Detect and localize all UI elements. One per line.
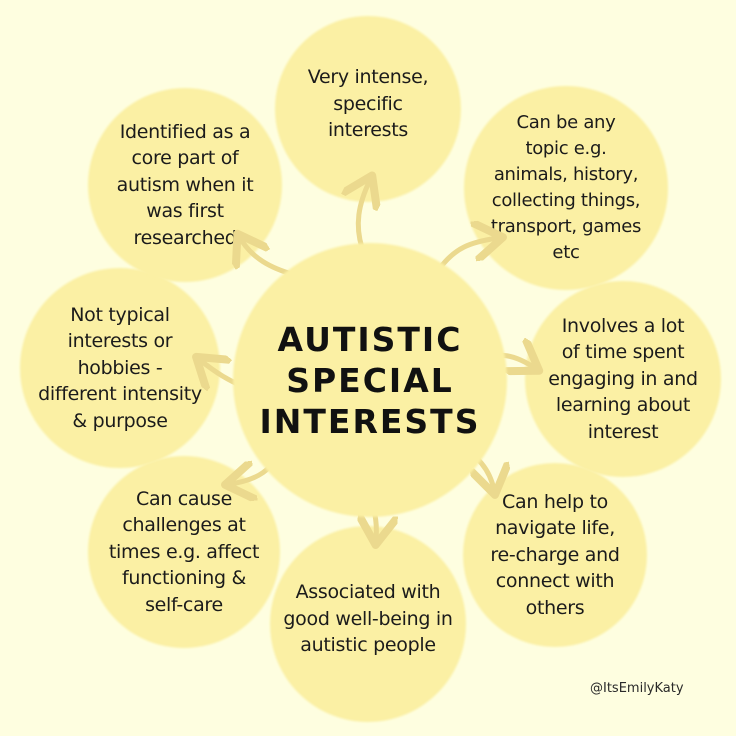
center-hub: AUTISTIC SPECIAL INTERESTS: [235, 245, 505, 515]
bubble-not-typical: Not typical interests or hobbies - diffe…: [22, 270, 218, 466]
bubble-any-topic: Can be any topic e.g. animals, history, …: [466, 88, 666, 288]
bubble-text: Identified as a core part of autism when…: [116, 120, 254, 249]
bubble-text: Can be any topic e.g. animals, history, …: [490, 112, 642, 263]
bubble-well-being: Associated with good well-being in autis…: [272, 528, 464, 720]
bubble-text: Can help to navigate life, re-charge and…: [490, 490, 620, 619]
arrow-up-icon: [358, 180, 370, 251]
bubble-very-intense: Very intense, specific interests: [277, 18, 459, 200]
diagram-title: AUTISTIC SPECIAL INTERESTS: [259, 319, 481, 441]
bubble-text: Involves a lot of time spent engaging in…: [548, 314, 698, 443]
bubble-text: Associated with good well-being in autis…: [283, 581, 453, 657]
bubble-text: Can cause challenges at times e.g. affec…: [108, 487, 260, 616]
arrow-up-right-icon: [437, 238, 498, 271]
bubble-text: Very intense, specific interests: [307, 66, 429, 142]
bubble-time-spent: Involves a lot of time spent engaging in…: [527, 283, 719, 475]
bubble-text: Not typical interests or hobbies - diffe…: [38, 303, 202, 432]
author-credit: @ItsEmilyKaty: [590, 681, 684, 696]
arrow-up-left-icon: [240, 238, 298, 278]
